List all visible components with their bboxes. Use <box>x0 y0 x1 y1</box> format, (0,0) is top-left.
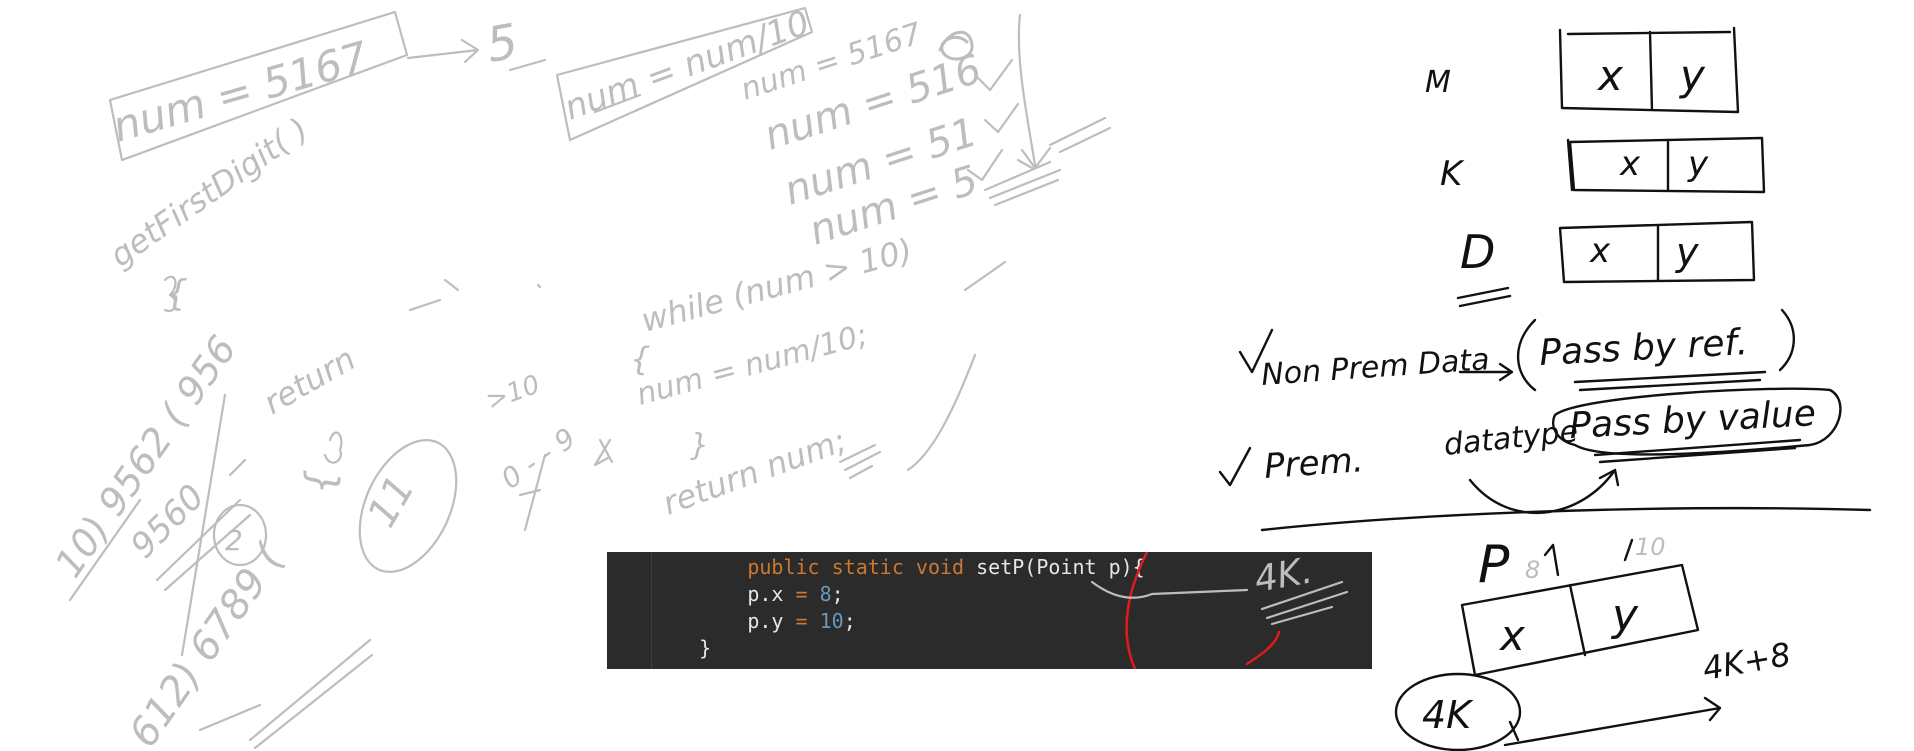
code-gutter <box>651 552 652 669</box>
pass-by-value-oval <box>1552 387 1842 456</box>
row-k-cell-y: y <box>1687 144 1709 184</box>
row-k-cell-x: x <box>1619 144 1641 184</box>
while-open: { <box>630 340 650 378</box>
code-token: p.y <box>747 609 796 633</box>
div-10-rem: 2 <box>225 524 243 557</box>
row-d-boxes <box>1558 220 1756 284</box>
brace-open-1: { <box>165 273 188 314</box>
num-box-outline <box>108 10 409 162</box>
code-line: p.x = 8; <box>651 581 1145 608</box>
code-token: ; <box>831 582 844 606</box>
code-token: ; <box>843 609 856 633</box>
p-cell-x: x <box>1498 611 1526 660</box>
p-label: P <box>1478 535 1510 595</box>
oval-11 <box>358 439 458 573</box>
row-m-cell-x: x <box>1596 51 1624 100</box>
row-m-cell-y: y <box>1678 51 1706 100</box>
circle-f <box>212 503 268 567</box>
while-close: } <box>690 428 709 463</box>
brace-close-1: } <box>300 470 346 495</box>
arrow-to-5 <box>406 38 480 64</box>
row-label-d: D <box>1460 225 1495 279</box>
p-val-y: 10 <box>1635 533 1666 561</box>
code-lines: public static void setP(Point p){ p.x = … <box>651 554 1145 662</box>
code-token: void <box>915 555 977 579</box>
code-token: } <box>699 636 712 660</box>
row-k-boxes <box>1566 136 1766 194</box>
annotation-arrow <box>1090 580 1249 599</box>
circle-4k <box>1394 672 1522 751</box>
row-d-cell-x: x <box>1589 231 1611 271</box>
prim-text: Prem. <box>1263 440 1365 487</box>
trace-checks <box>966 58 1020 182</box>
code-token: 10 <box>819 609 844 633</box>
addr-4k8: 4K+8 <box>1700 635 1794 688</box>
non-prim-text: Non Prem Data <box>1260 342 1491 393</box>
red-hook <box>1245 630 1281 666</box>
code-line: p.y = 10; <box>651 608 1145 635</box>
row-label-m: M <box>1425 65 1451 100</box>
paren-ref-left <box>1516 318 1537 392</box>
row-d-cell-y: y <box>1675 230 1699 274</box>
divider-line <box>1260 506 1872 532</box>
p-val-x: 8 <box>1525 556 1540 584</box>
long-slash <box>906 353 977 472</box>
code-token: 8 <box>819 582 832 606</box>
code-token: static <box>831 555 916 579</box>
paren-ref-right <box>1778 308 1796 372</box>
code-token: = <box>795 582 820 606</box>
code-snippet-panel: public static void setP(Point p){ p.x = … <box>607 552 1372 669</box>
code-token: p.x <box>747 582 796 606</box>
addr-4k: 4K <box>1422 693 1474 737</box>
row-label-k: K <box>1440 154 1465 194</box>
p-box <box>1460 563 1700 677</box>
datatype-text: datatype <box>1442 414 1580 463</box>
num-div-box-outline <box>555 6 814 142</box>
code-line: } <box>651 635 1145 662</box>
pass-by-ref-text: Pass by ref. <box>1538 322 1749 374</box>
red-curve <box>1125 552 1149 669</box>
code-annotation-layer: 4K. <box>1090 552 1349 669</box>
p-cell-y: y <box>1610 590 1639 641</box>
code-token: public <box>747 555 832 579</box>
code-line: public static void setP(Point p){ <box>651 554 1145 581</box>
code-token: setP(Point p){ <box>976 555 1145 579</box>
row-m-boxes <box>1558 26 1740 114</box>
code-token: = <box>795 609 820 633</box>
